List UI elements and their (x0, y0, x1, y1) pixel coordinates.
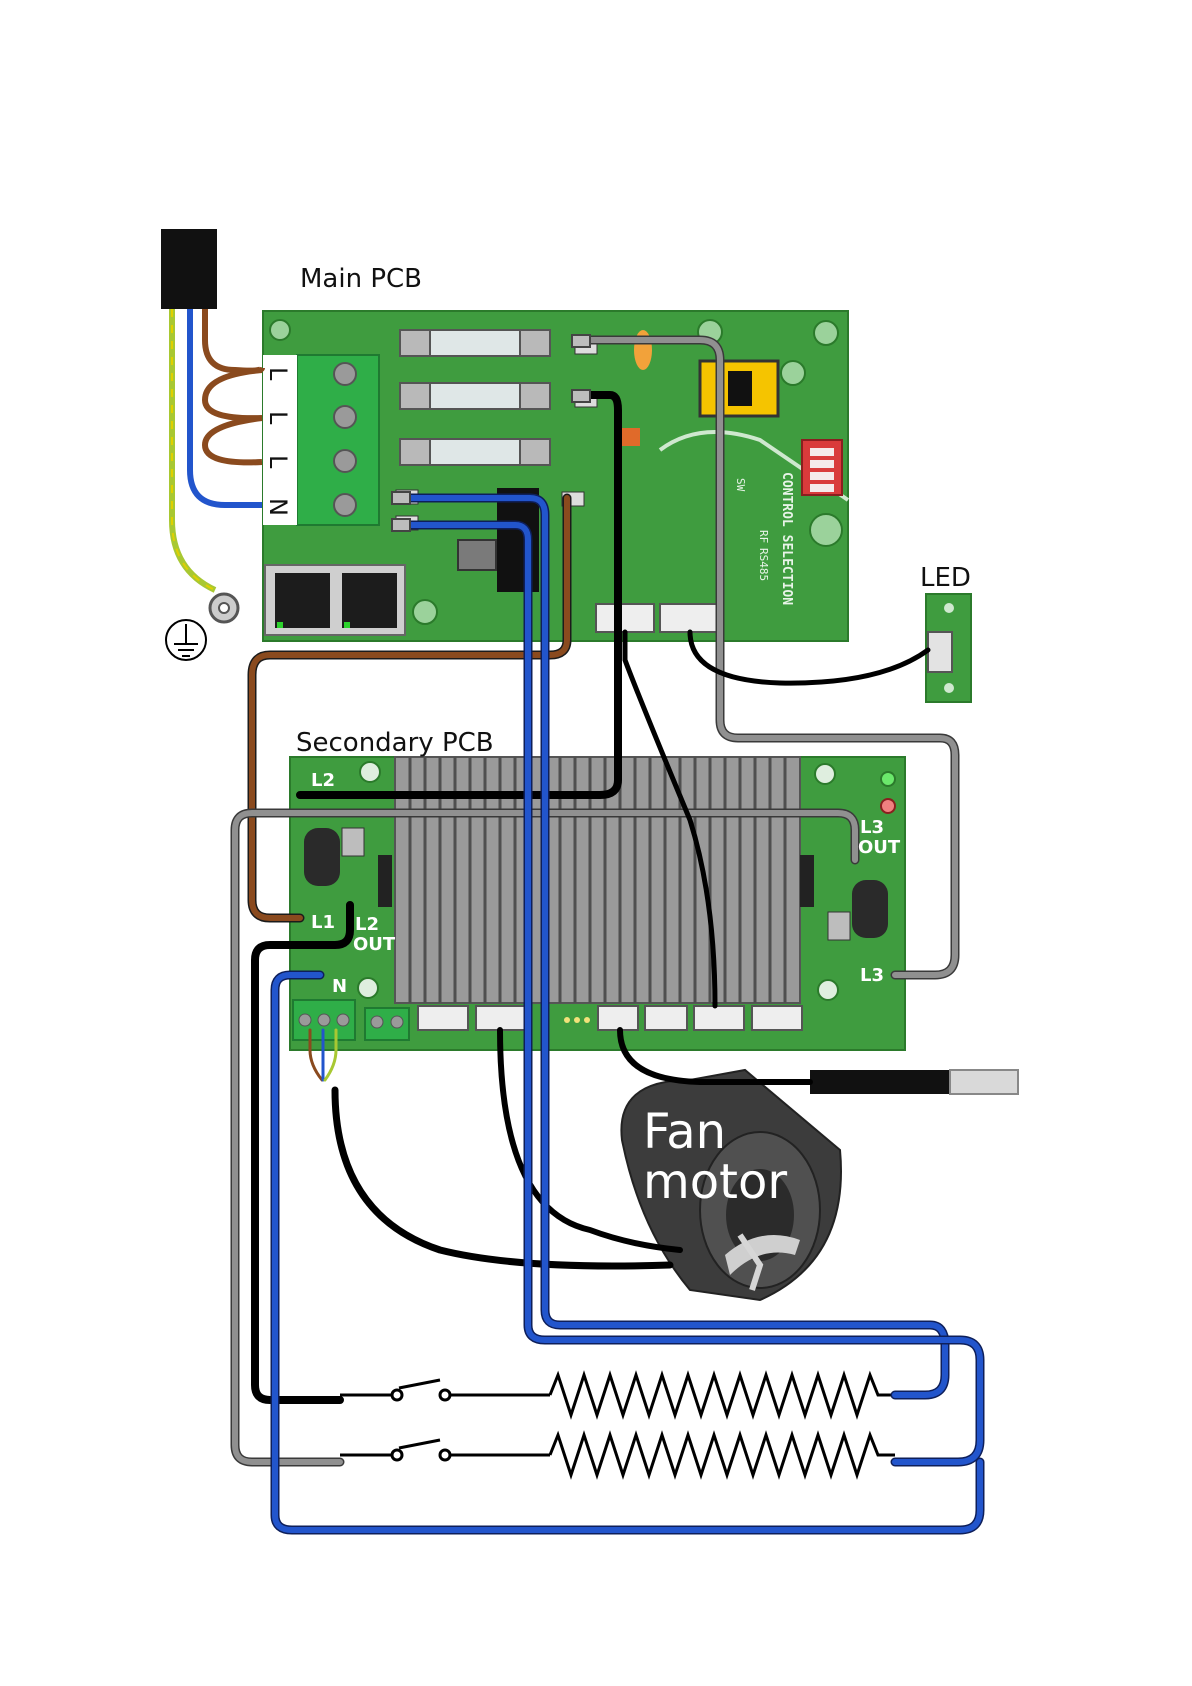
main-pcb-title: Main PCB (300, 264, 422, 294)
mains-cable (161, 229, 262, 660)
heating-elements (340, 1375, 895, 1475)
rf-label: RF (757, 530, 770, 543)
terminal-label-1: L (264, 367, 292, 381)
led-title: LED (920, 563, 971, 593)
l2-label: L2 (311, 770, 335, 791)
control-selection-label: CONTROL SELECTION (779, 472, 794, 605)
terminal-label-4: N (264, 498, 292, 516)
led-pcb (926, 594, 971, 702)
fuses (400, 330, 550, 465)
terminal-label-2: L (264, 411, 292, 425)
l1-label: L1 (311, 912, 335, 933)
l2-out-label-top: L2 (355, 914, 379, 935)
rs485-label: RS485 (757, 548, 770, 581)
n-label: N (332, 976, 347, 997)
l3-out-label-bottom: OUT (858, 837, 901, 858)
secondary-pcb (290, 757, 905, 1050)
l2-out-label-bottom: OUT (353, 934, 396, 955)
fan-label-line1: Fan (643, 1104, 726, 1160)
temperature-probe (810, 1070, 1018, 1094)
main-pcb: CONTROL SELECTION SW RF RS485 (263, 311, 848, 641)
l3-label: L3 (860, 965, 884, 986)
terminal-label-3: L (264, 455, 292, 469)
fan-label-line2: motor (643, 1154, 787, 1210)
sw-label: SW (734, 478, 747, 492)
earth-symbol (166, 620, 206, 660)
secondary-pcb-title: Secondary PCB (296, 728, 494, 758)
l3-out-label-top: L3 (860, 817, 884, 838)
